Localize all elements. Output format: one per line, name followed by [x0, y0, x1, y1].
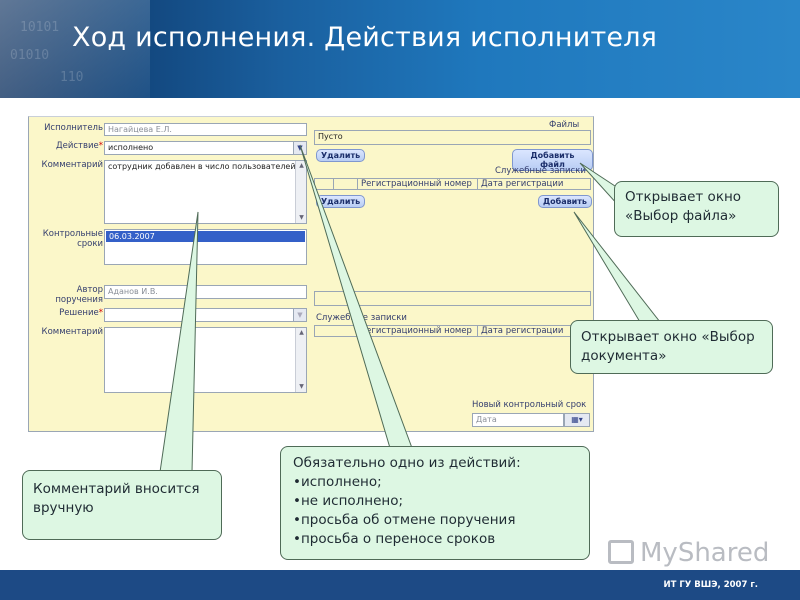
- author-field[interactable]: Аданов И.В.: [104, 285, 307, 299]
- footer-text: ИТ ГУ ВШЭ, 2007 г.: [663, 580, 759, 590]
- deadlines-list[interactable]: 06.03.2007: [104, 229, 307, 265]
- action-option: •исполнено;: [293, 474, 382, 490]
- delete-file-button[interactable]: Удалить: [316, 149, 366, 162]
- calendar-icon[interactable]: ▦▾: [564, 413, 590, 427]
- scroll-down-icon[interactable]: ▼: [299, 383, 304, 390]
- action-label: Действие*: [55, 141, 103, 151]
- scroll-up-icon[interactable]: ▲: [299, 162, 304, 169]
- executor-label: Исполнитель: [44, 123, 103, 133]
- header-digits-1: 10101: [20, 20, 60, 35]
- reg-date-header[interactable]: Дата регистрации: [477, 179, 590, 189]
- watermark: MyShared: [608, 538, 769, 568]
- author-label: Автор поручения: [55, 285, 103, 305]
- reg-date-header[interactable]: Дата регистрации: [477, 326, 590, 336]
- required-mark: *: [98, 308, 103, 318]
- presentation-icon: [608, 540, 634, 564]
- action-option: •просьба об отмене поручения: [293, 512, 516, 528]
- add-memo-button[interactable]: Добавить: [538, 195, 592, 208]
- callout-actions-title: Обязательно одно из действий:: [293, 455, 521, 471]
- scroll-down-icon[interactable]: ▼: [299, 214, 304, 221]
- comment2-textarea[interactable]: ▲▼: [104, 327, 307, 393]
- files-list-2[interactable]: [314, 291, 591, 306]
- files-list[interactable]: Пусто: [314, 130, 591, 145]
- files-label: Файлы: [549, 120, 580, 130]
- slide-header: 10101 01010 110 Ход исполнения. Действия…: [0, 0, 800, 98]
- tail-comment: [159, 211, 199, 473]
- memos-label: Служебные записки: [495, 166, 586, 176]
- comment-text: сотрудник добавлен в число пользователей: [108, 162, 296, 171]
- deadline-item[interactable]: 06.03.2007: [106, 231, 305, 242]
- chevron-down-icon[interactable]: ▼: [293, 309, 306, 321]
- executor-field[interactable]: Нагайцева Е.Л.: [104, 123, 307, 136]
- decision-label: Решение*: [59, 308, 103, 318]
- watermark-text: MyShared: [640, 538, 770, 568]
- slide-title: Ход исполнения. Действия исполнителя: [72, 22, 658, 53]
- scroll-up-icon[interactable]: ▲: [299, 329, 304, 336]
- header-digits-2: 01010: [10, 48, 50, 63]
- memos-header-row-2: Регистрационный номер Дата регистрации: [314, 325, 591, 337]
- comment2-label: Комментарий: [41, 327, 103, 337]
- comment2-scrollbar[interactable]: ▲▼: [295, 328, 306, 392]
- action-select[interactable]: исполнено ▼: [104, 141, 307, 155]
- tail-file-window: [579, 162, 619, 207]
- comment-label: Комментарий: [41, 160, 103, 170]
- callout-comment: Комментарий вносится вручную: [22, 470, 222, 540]
- new-deadline-input[interactable]: Дата: [472, 413, 564, 427]
- action-select-value: исполнено: [108, 143, 154, 152]
- header-digits-3: 110: [60, 70, 84, 85]
- add-file-button[interactable]: Добавить файл: [512, 149, 593, 171]
- action-option: •просьба о переносе сроков: [293, 531, 496, 547]
- slide-footer: ИТ ГУ ВШЭ, 2007 г.: [0, 570, 800, 600]
- comment-scrollbar[interactable]: ▲▼: [295, 161, 306, 223]
- tail-actions: [299, 144, 413, 449]
- new-deadline-label: Новый контрольный срок: [472, 400, 587, 410]
- task-execution-form: Исполнитель Нагайцева Е.Л. Действие* исп…: [28, 116, 594, 432]
- reg-number-header[interactable]: Регистрационный номер: [357, 179, 477, 189]
- header-cell-blank: [333, 179, 357, 189]
- comment-textarea[interactable]: сотрудник добавлен в число пользователей…: [104, 160, 307, 224]
- header-decoration: [0, 0, 150, 98]
- callout-file-window: Открывает окно «Выбор файла»: [614, 181, 779, 237]
- callout-doc-window: Открывает окно «Выбор документа»: [570, 320, 773, 374]
- decision-select[interactable]: ▼: [104, 308, 307, 322]
- callout-actions: Обязательно одно из действий: •исполнено…: [280, 446, 590, 560]
- action-option: •не исполнено;: [293, 493, 404, 509]
- deadlines-label: Контрольные сроки: [42, 229, 103, 249]
- required-mark: *: [98, 141, 103, 151]
